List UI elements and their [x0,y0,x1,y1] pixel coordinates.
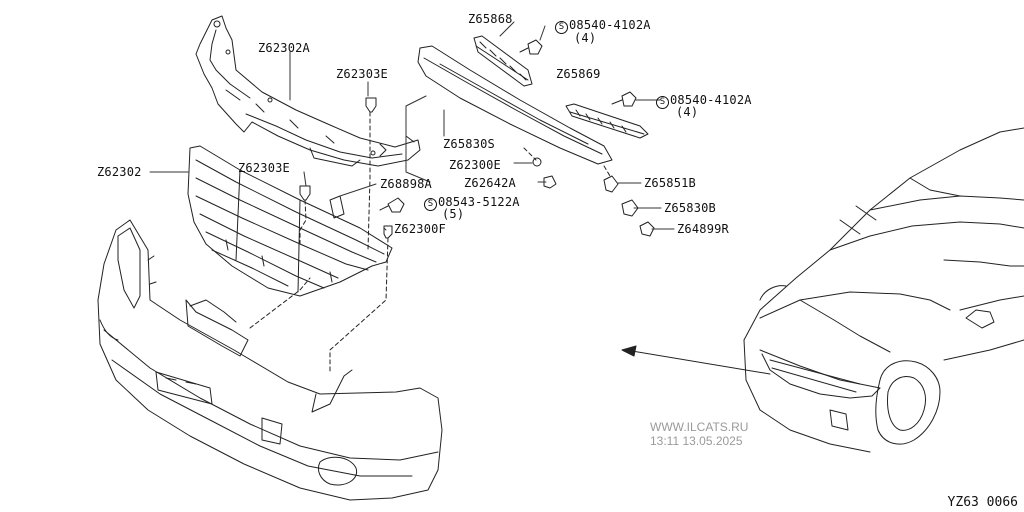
diagram-code: YZ63 0066 [947,495,1018,510]
strip-upper [473,35,533,87]
callout-qty-4-top: (4) [574,31,597,45]
callout-z62302a[interactable]: Z62302A [258,41,310,55]
bumper-fascia [97,219,443,501]
screw-symbol: S [656,96,669,109]
callout-qty-5: (5) [442,207,465,221]
callout-part-number: 08540-4102A [670,93,752,107]
screws-top [519,39,637,107]
callout-z62642a[interactable]: Z62642A [464,176,516,190]
leader-lines [149,21,675,231]
callout-z62303e-upper[interactable]: Z62303E [336,67,388,81]
callout-z62300f[interactable]: Z62300F [394,222,446,236]
callout-z65830b[interactable]: Z65830B [664,201,716,215]
vehicle-outline [743,127,1024,453]
callout-z65851b[interactable]: Z65851B [644,176,696,190]
callout-z62302[interactable]: Z62302 [97,165,142,179]
callout-qty-4-lower: (4) [676,105,699,119]
watermark-timestamp: 13:11 13.05.2025 [650,434,743,448]
callout-z62303e-lower[interactable]: Z62303E [238,161,290,175]
screw-symbol: S [555,21,568,34]
upper-support-bracket [195,15,421,167]
fasteners [299,97,655,239]
direction-arrow [621,345,771,375]
screw-symbol: S [424,198,437,211]
grille [187,145,393,297]
watermark-site: WWW.ILCATS.RU [650,420,749,434]
strip-lower [565,103,649,139]
callout-z64899r[interactable]: Z64899R [677,222,729,236]
assembly-guides [249,111,611,373]
upper-moulding [417,45,613,165]
callout-z62300e[interactable]: Z62300E [449,158,501,172]
callout-part-number: 08540-4102A [569,18,651,32]
callout-z65869[interactable]: Z65869 [556,67,601,81]
callout-z65830s[interactable]: Z65830S [443,137,495,151]
callout-part-number: 08543-5122A [438,195,520,209]
callout-z68898a[interactable]: Z68898A [380,177,432,191]
callout-z65868[interactable]: Z65868 [468,12,513,26]
